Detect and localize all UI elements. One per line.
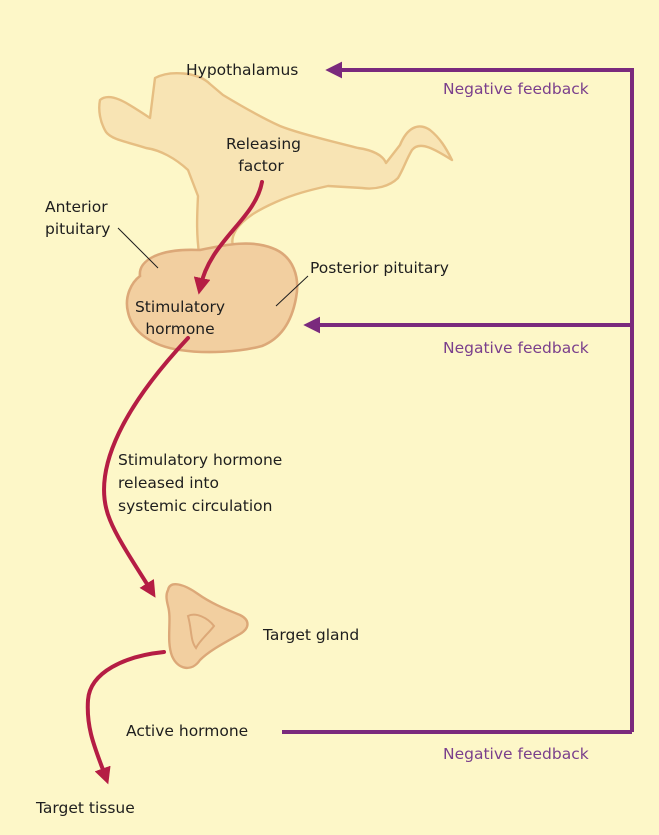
- circulation-label-line3: systemic circulation: [118, 495, 273, 517]
- anterior-pituitary-leader: [118, 228, 158, 268]
- hypothalamus-label: Hypothalamus: [186, 59, 298, 81]
- circulation-label-line2: released into: [118, 472, 219, 494]
- target-tissue-arrow: [88, 652, 164, 778]
- target-tissue-label: Target tissue: [36, 797, 135, 819]
- negative-feedback-label-middle: Negative feedback: [443, 337, 589, 359]
- target-gland-label: Target gland: [263, 624, 359, 646]
- negative-feedback-label-top: Negative feedback: [443, 78, 589, 100]
- releasing-factor-label-line1: Releasing: [226, 133, 296, 155]
- active-hormone-label: Active hormone: [126, 720, 248, 742]
- anterior-pituitary-label-line1: Anterior: [45, 196, 108, 218]
- releasing-factor-label-line2: factor: [226, 155, 296, 177]
- posterior-pituitary-label: Posterior pituitary: [310, 257, 449, 279]
- stimulatory-hormone-label-line2: hormone: [125, 318, 235, 340]
- negative-feedback-label-bottom: Negative feedback: [443, 743, 589, 765]
- stimulatory-hormone-label-line1: Stimulatory: [125, 296, 235, 318]
- target-gland-shape: [167, 584, 248, 668]
- anterior-pituitary-label-line2: pituitary: [45, 218, 110, 240]
- circulation-label-line1: Stimulatory hormone: [118, 449, 282, 471]
